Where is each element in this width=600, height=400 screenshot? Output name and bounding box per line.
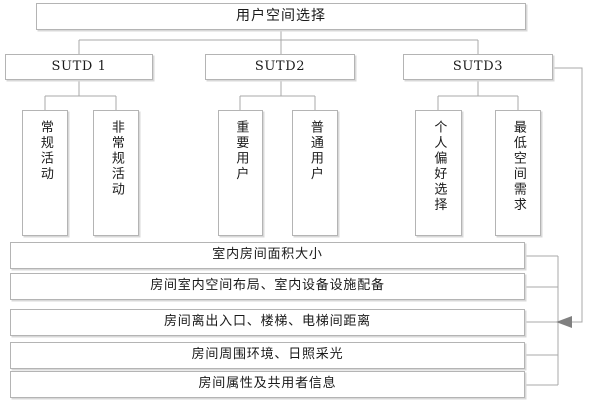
leaf-node-label: 最低空间需求 (510, 120, 526, 213)
leaf-node-minimum-space-need[interactable]: 最低空间需求 (495, 110, 541, 236)
leaf-node-important-user[interactable]: 重要用户 (218, 110, 263, 236)
attribute-row-label: 房间室内空间布局、室内设备设施配备 (150, 278, 385, 294)
attribute-row-area-size[interactable]: 室内房间面积大小 (10, 242, 525, 269)
group-node-sutd-1[interactable]: SUTD 1 (5, 54, 153, 80)
leaf-node-regular-activity[interactable]: 常规活动 (22, 110, 68, 236)
leaf-node-label: 常规活动 (37, 120, 53, 182)
feedback-arrowhead (556, 316, 572, 328)
group-node-label: SUTD3 (452, 58, 504, 74)
group-node-sutd-3[interactable]: SUTD3 (403, 54, 553, 80)
attribute-row-label: 室内房间面积大小 (212, 247, 323, 263)
attribute-row-distance-exit-stairs-elevator[interactable]: 房间离出入口、楼梯、电梯间距离 (10, 309, 525, 336)
attribute-row-label: 房间属性及共用者信息 (198, 376, 337, 392)
leaf-node-irregular-activity[interactable]: 非常规活动 (93, 110, 139, 236)
attribute-row-label: 房间周围环境、日照采光 (191, 347, 344, 363)
group-node-sutd-2[interactable]: SUTD2 (205, 54, 355, 80)
attribute-row-label: 房间离出入口、楼梯、电梯间距离 (163, 314, 371, 330)
leaf-node-label: 非常规活动 (108, 120, 124, 198)
root-node-label: 用户空间选择 (236, 7, 326, 24)
leaf-node-label: 个人偏好选择 (431, 120, 447, 213)
attribute-row-layout-equipment[interactable]: 房间室内空间布局、室内设备设施配备 (10, 273, 525, 300)
group-node-label: SUTD 1 (51, 58, 107, 74)
wire-feedback-bus (553, 67, 583, 323)
leaf-node-label: 重要用户 (233, 120, 249, 182)
group-node-label: SUTD2 (254, 58, 306, 74)
attribute-row-surroundings-daylight[interactable]: 房间周围环境、日照采光 (10, 342, 525, 369)
leaf-node-label: 普通用户 (307, 120, 323, 182)
leaf-node-ordinary-user[interactable]: 普通用户 (292, 110, 338, 236)
root-node[interactable]: 用户空间选择 (36, 3, 526, 30)
leaf-node-personal-preference[interactable]: 个人偏好选择 (415, 110, 462, 236)
attribute-row-properties-sharers[interactable]: 房间属性及共用者信息 (10, 371, 525, 398)
